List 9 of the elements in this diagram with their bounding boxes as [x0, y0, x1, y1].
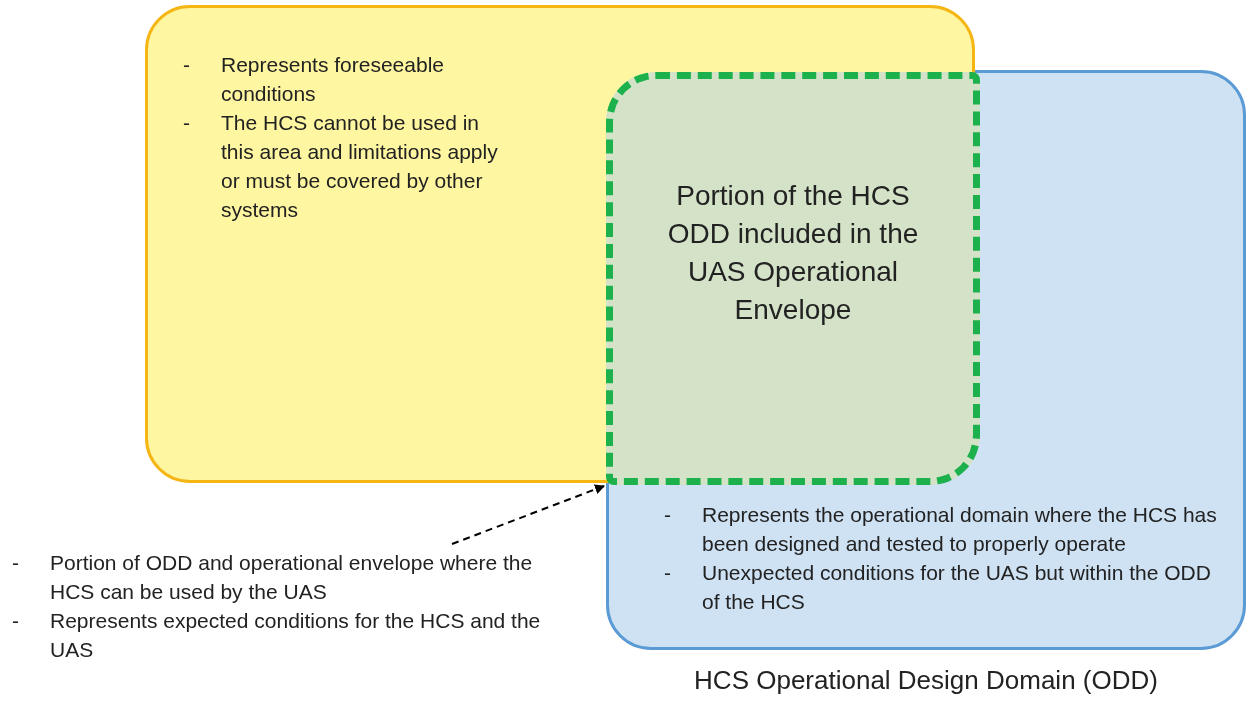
bullet-text: - Represents expected conditions for the HCS and the UAS	[12, 608, 542, 663]
bullet-text: - Portion of ODD and operational envelope where the HCS can be used by the UAS	[12, 550, 534, 605]
arrow	[451, 484, 605, 545]
bullet-text: - Represents the operational domain where the HCS has been designed and tested to properly operate	[664, 502, 1218, 557]
region-label: Portion of the HCS ODD included in the UAS Operational Envelope	[666, 179, 920, 327]
bullet-text: - Represents foreseeable conditions	[183, 52, 445, 107]
region-title: HCS Operational Design Domain (ODD)	[693, 665, 1159, 696]
bullet-text: - Unexpected conditions for the UAS but within the ODD of the HCS	[664, 560, 1212, 615]
bullet-text: - The HCS cannot be used in this area and limitations apply or must be covered by other systems	[183, 110, 499, 223]
